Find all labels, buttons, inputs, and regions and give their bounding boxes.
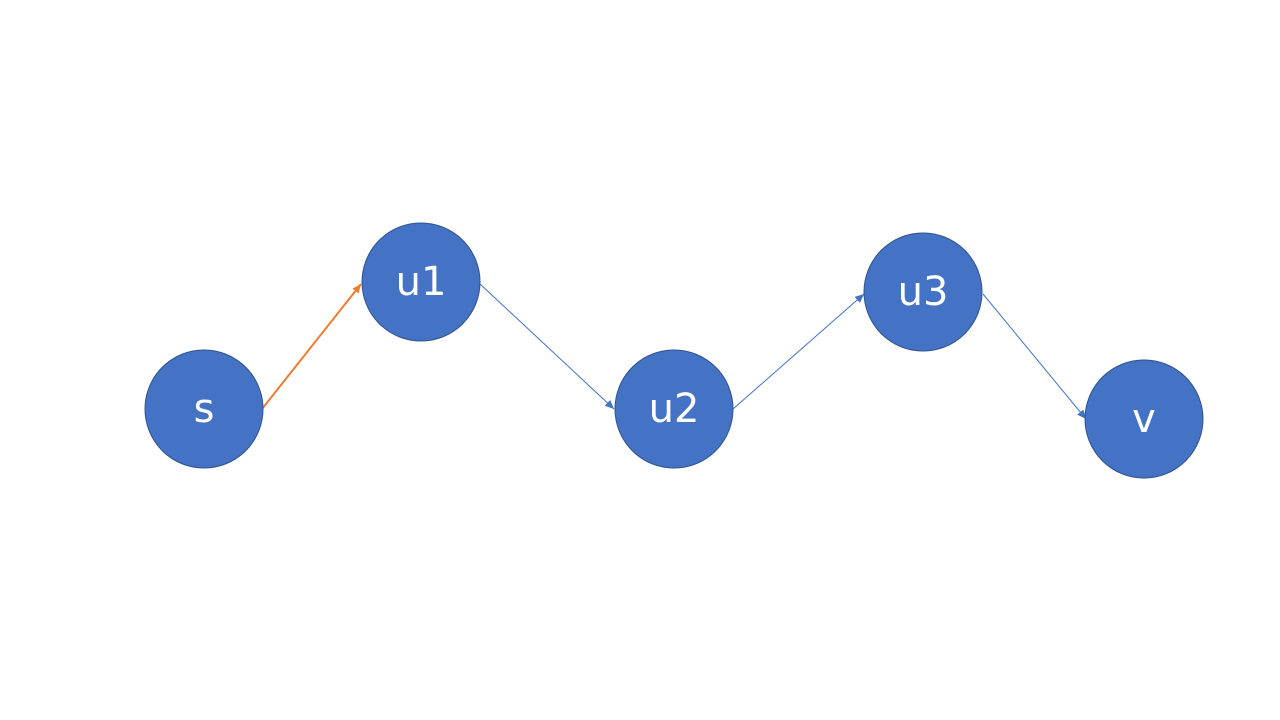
- node-u3-label: u3: [898, 269, 949, 315]
- node-s[interactable]: s: [144, 349, 264, 469]
- node-u3-circle: [863, 232, 983, 352]
- node-u3[interactable]: u3: [863, 232, 983, 352]
- node-u2[interactable]: u2: [614, 349, 734, 469]
- node-s-label: s: [194, 386, 215, 432]
- edge-s-u1: [261, 283, 362, 410]
- node-u1[interactable]: u1: [361, 222, 481, 342]
- node-v-label: v: [1132, 396, 1156, 442]
- node-u1-label: u1: [396, 259, 447, 305]
- node-s-circle: [144, 349, 264, 469]
- edge-u2-u3: [732, 293, 865, 410]
- edge-u3-v: [982, 293, 1087, 420]
- edge-u1-u2: [479, 283, 615, 410]
- node-v-circle: [1084, 359, 1204, 479]
- node-u2-circle: [614, 349, 734, 469]
- node-u1-circle: [361, 222, 481, 342]
- node-u2-label: u2: [649, 386, 700, 432]
- node-v[interactable]: v: [1084, 359, 1204, 479]
